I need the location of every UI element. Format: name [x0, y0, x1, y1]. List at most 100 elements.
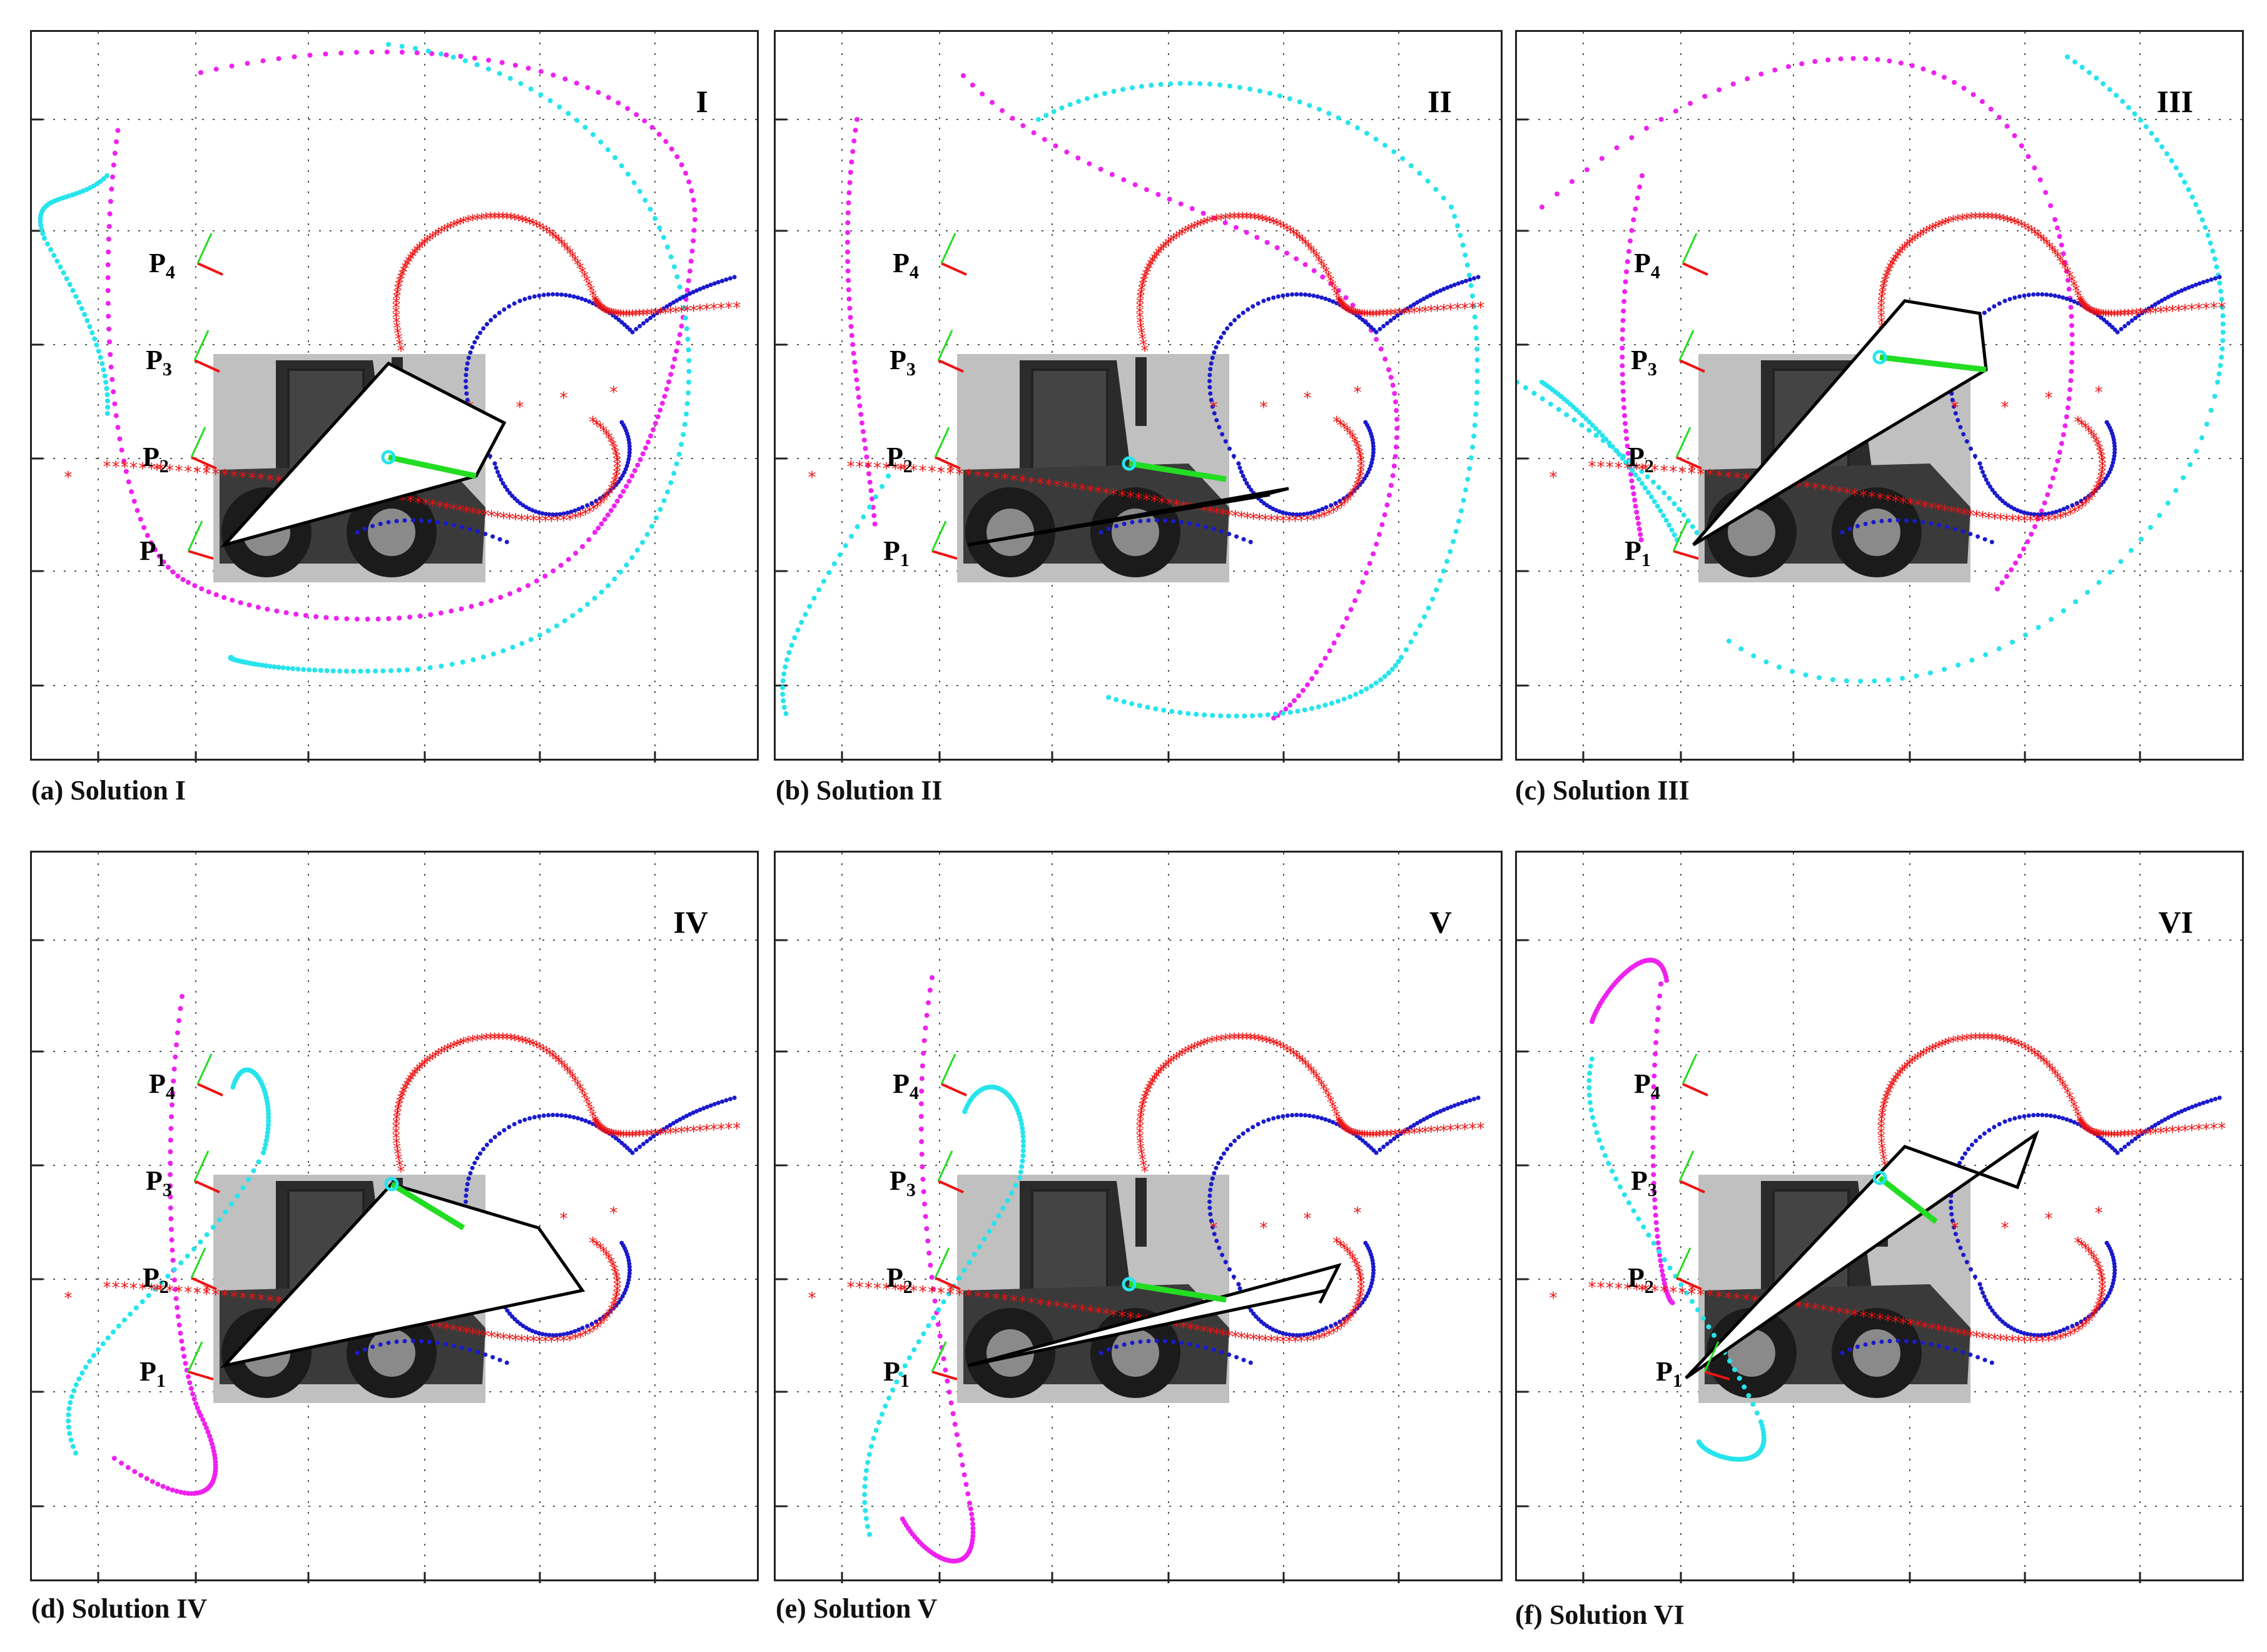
svg-text:*: * — [1900, 240, 1909, 259]
point-label-p1: P1 — [139, 1356, 166, 1391]
plot-1: ****************************************… — [32, 32, 761, 763]
magenta-trajectory — [1539, 56, 2075, 592]
panel-solution-6: ****************************************… — [1515, 851, 2246, 1583]
svg-text:*: * — [1190, 219, 1199, 238]
svg-text:*: * — [1178, 1046, 1186, 1065]
svg-text:*: * — [1332, 287, 1341, 306]
svg-text:*: * — [1141, 342, 1149, 361]
svg-text:*: * — [2079, 1118, 2087, 1137]
svg-text:*: * — [1139, 330, 1147, 349]
svg-text:*: * — [1138, 1102, 1146, 1121]
svg-text:*: * — [503, 210, 511, 229]
svg-text:*: * — [1307, 242, 1315, 261]
svg-text:*: * — [1336, 1115, 1344, 1133]
svg-text:*: * — [1337, 297, 1346, 316]
svg-text:*: * — [2072, 282, 2080, 301]
point-label-p2: P2 — [886, 1262, 913, 1297]
blue-trajectory — [464, 1095, 737, 1338]
svg-text:*: * — [1410, 1125, 1418, 1143]
svg-text:*: * — [1273, 1333, 1281, 1352]
svg-text:*: * — [2110, 1128, 2118, 1147]
point-label-p2: P2 — [1628, 1262, 1654, 1297]
svg-text:*: * — [1476, 1120, 1484, 1138]
svg-text:*: * — [2088, 489, 2096, 507]
svg-text:*: * — [1357, 466, 1365, 485]
svg-text:*: * — [1346, 426, 1354, 445]
svg-text:*: * — [2094, 437, 2102, 456]
svg-text:*: * — [1283, 221, 1291, 240]
svg-text:*: * — [1914, 1050, 1922, 1068]
svg-text:*: * — [1094, 484, 1102, 502]
svg-text:*: * — [1212, 505, 1220, 524]
svg-text:*: * — [1372, 1128, 1381, 1147]
svg-text:*: * — [1405, 305, 1413, 323]
svg-text:*: * — [1327, 1093, 1335, 1112]
svg-text:*: * — [1357, 454, 1365, 472]
svg-text:*: * — [1070, 1300, 1078, 1319]
svg-text:*: * — [1391, 306, 1399, 325]
svg-text:*: * — [1304, 389, 1312, 408]
svg-text:*: * — [1155, 245, 1163, 264]
svg-text:*: * — [2086, 1123, 2094, 1142]
svg-text:*: * — [2174, 302, 2183, 321]
svg-text:*: * — [1181, 1045, 1189, 1063]
svg-text:*: * — [2087, 304, 2095, 323]
svg-text:*: * — [2092, 1302, 2101, 1321]
svg-text:*: * — [1315, 1073, 1323, 1092]
svg-text:*: * — [1310, 245, 1318, 264]
svg-text:*: * — [1149, 1074, 1157, 1093]
solution-numeral: III — [2156, 84, 2193, 119]
svg-text:*: * — [592, 1237, 601, 1256]
blue-trajectory-low — [1840, 518, 1994, 544]
svg-text:*: * — [1660, 1283, 1668, 1302]
svg-text:*: * — [1261, 1332, 1269, 1350]
svg-text:*: * — [2098, 462, 2106, 480]
svg-text:*: * — [1304, 1060, 1312, 1078]
svg-text:*: * — [1396, 305, 1404, 324]
svg-text:*: * — [515, 1032, 523, 1051]
svg-text:*: * — [1356, 1266, 1364, 1285]
svg-text:*: * — [2043, 236, 2051, 255]
svg-text:*: * — [1696, 465, 1705, 484]
svg-text:*: * — [1337, 296, 1345, 315]
svg-text:*: * — [1187, 221, 1195, 240]
red-trajectory-sparse: ******* — [808, 1204, 1362, 1308]
svg-text:*: * — [529, 216, 537, 235]
svg-text:*: * — [1954, 1325, 1962, 1344]
svg-text:*: * — [1396, 1126, 1404, 1145]
svg-text:*: * — [437, 1045, 445, 1063]
svg-text:*: * — [555, 1054, 563, 1073]
svg-text:*: * — [1118, 487, 1126, 506]
svg-text:*: * — [1261, 511, 1269, 530]
svg-text:*: * — [607, 306, 616, 325]
svg-text:*: * — [1212, 1033, 1220, 1052]
svg-text:*: * — [257, 1291, 265, 1310]
svg-text:*: * — [517, 511, 525, 530]
svg-text:*: * — [2032, 512, 2041, 531]
svg-text:*: * — [395, 1157, 403, 1175]
svg-text:*: * — [2114, 1128, 2122, 1147]
svg-text:*: * — [946, 1285, 955, 1304]
svg-text:*: * — [1027, 474, 1035, 493]
svg-text:*: * — [1960, 505, 1969, 524]
svg-text:*: * — [611, 1294, 619, 1313]
blue-trajectory-low — [1840, 1339, 1994, 1365]
svg-text:*: * — [1606, 1279, 1614, 1298]
svg-text:*: * — [2051, 1066, 2059, 1085]
svg-text:*: * — [2032, 1333, 2041, 1352]
svg-text:*: * — [1322, 1085, 1331, 1103]
svg-text:*: * — [1242, 210, 1250, 228]
svg-text:*: * — [392, 1135, 400, 1153]
svg-text:*: * — [2092, 1254, 2100, 1273]
svg-text:*: * — [2004, 1033, 2012, 1052]
svg-text:*: * — [2133, 1127, 2141, 1145]
svg-text:*: * — [611, 441, 619, 460]
svg-text:*: * — [2075, 1322, 2083, 1340]
svg-text:*: * — [2099, 307, 2107, 325]
svg-text:*: * — [456, 502, 464, 521]
svg-text:*: * — [447, 1040, 455, 1058]
svg-text:*: * — [2021, 1333, 2029, 1352]
svg-text:*: * — [1262, 1033, 1270, 1052]
svg-text:*: * — [1917, 227, 1925, 246]
